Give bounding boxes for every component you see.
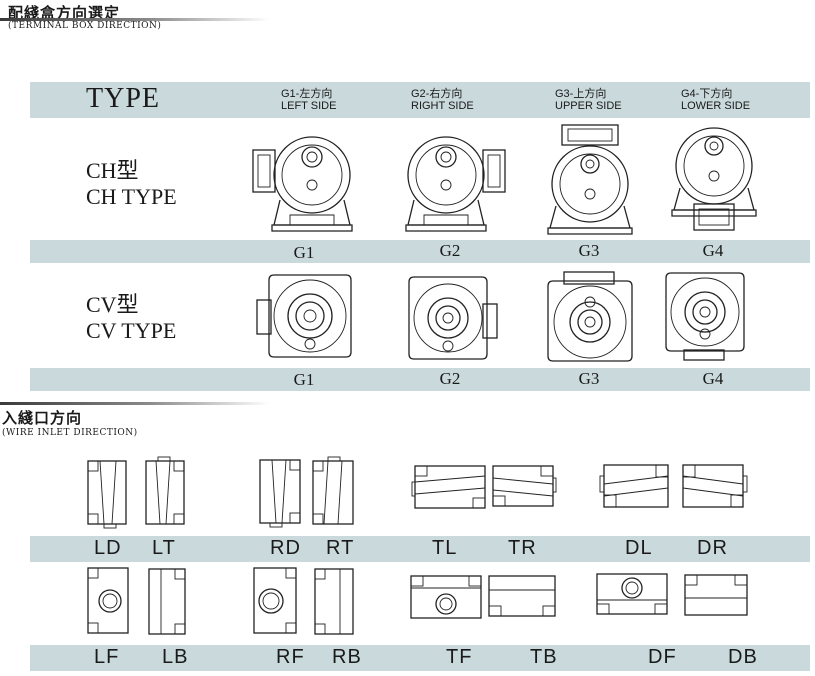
cv-g-label-band bbox=[30, 368, 810, 391]
wire-rf-drawing bbox=[253, 567, 297, 634]
header-col-g3-cn: G3-上方向 bbox=[555, 88, 607, 100]
header-col-g4: G4-下方向 LOWER SIDE bbox=[681, 88, 750, 112]
wire-rf-label: RF bbox=[276, 646, 305, 668]
ch-g2-drawing bbox=[405, 136, 506, 232]
wire-rd-label: RD bbox=[270, 537, 301, 559]
wire-row2-band bbox=[30, 645, 810, 671]
header-col-g1: G1-左方向 LEFT SIDE bbox=[281, 88, 336, 112]
wire-dr-drawing bbox=[682, 464, 748, 508]
wire-df-drawing bbox=[596, 573, 668, 615]
wire-rd-drawing bbox=[259, 459, 301, 528]
wire-row1-band bbox=[30, 536, 810, 562]
wire-lb-label: LB bbox=[162, 646, 189, 668]
wire-section-divider bbox=[0, 402, 270, 405]
wire-rt-label: RT bbox=[326, 537, 355, 559]
wire-tr-drawing bbox=[492, 465, 557, 507]
wire-tf-drawing bbox=[410, 575, 482, 619]
wire-rt-drawing bbox=[312, 456, 354, 525]
ch-g2-label: G2 bbox=[439, 241, 461, 260]
terminal-section-title: 配綫盒方向選定 bbox=[8, 4, 121, 22]
cv-g2-label: G2 bbox=[439, 369, 461, 388]
cv-g1-drawing bbox=[256, 274, 352, 358]
wire-db-label: DB bbox=[728, 646, 758, 668]
wire-tb-drawing bbox=[488, 575, 556, 617]
header-col-g4-cn: G4-下方向 bbox=[681, 88, 733, 100]
ch-g3-label: G3 bbox=[578, 241, 600, 260]
ch-g3-drawing bbox=[547, 124, 633, 235]
wire-rb-label: RB bbox=[332, 646, 362, 668]
terminal-section-divider bbox=[0, 18, 270, 21]
terminal-section-subtitle: (TERMINAL BOX DIRECTION) bbox=[8, 21, 162, 31]
wire-section-title: 入綫口方向 bbox=[2, 409, 83, 427]
wire-ld-drawing bbox=[87, 460, 127, 529]
wire-rb-drawing bbox=[314, 568, 354, 635]
ch-row-label-en: CH TYPE bbox=[86, 184, 177, 209]
ch-g-label-band bbox=[30, 240, 810, 263]
header-col-g2-en: RIGHT SIDE bbox=[411, 100, 474, 112]
wire-lt-drawing bbox=[145, 456, 185, 525]
wire-lt-label: LT bbox=[152, 537, 176, 559]
header-col-g3: G3-上方向 UPPER SIDE bbox=[555, 88, 622, 112]
wire-tl-label: TL bbox=[432, 537, 458, 559]
cv-g4-label: G4 bbox=[702, 369, 724, 388]
wire-dl-drawing bbox=[599, 464, 669, 508]
cv-g3-label: G3 bbox=[578, 369, 600, 388]
header-col-g2: G2-右方向 RIGHT SIDE bbox=[411, 88, 474, 112]
cv-row-label-en: CV TYPE bbox=[86, 318, 177, 343]
cv-row-label-cn: CV型 bbox=[86, 292, 139, 317]
cv-g2-drawing bbox=[408, 276, 498, 360]
wire-tr-label: TR bbox=[508, 537, 537, 559]
ch-row-label: CH型 CH TYPE bbox=[86, 158, 177, 210]
wire-dl-label: DL bbox=[625, 537, 653, 559]
wire-lb-drawing bbox=[148, 568, 186, 635]
header-col-g2-cn: G2-右方向 bbox=[411, 88, 463, 100]
wire-db-drawing bbox=[684, 574, 748, 616]
cv-g4-drawing bbox=[665, 272, 745, 361]
wire-lf-drawing bbox=[87, 567, 129, 634]
type-header-band bbox=[30, 82, 810, 118]
ch-row-label-cn: CH型 bbox=[86, 158, 139, 183]
wire-df-label: DF bbox=[648, 646, 677, 668]
ch-g1-drawing bbox=[252, 136, 353, 232]
header-col-g1-en: LEFT SIDE bbox=[281, 100, 337, 112]
header-col-g1-cn: G1-左方向 bbox=[281, 88, 333, 100]
wire-ld-label: LD bbox=[94, 537, 122, 559]
wire-tb-label: TB bbox=[530, 646, 558, 668]
type-heading: TYPE bbox=[86, 83, 160, 114]
cv-g3-drawing bbox=[547, 271, 633, 362]
ch-g1-label: G1 bbox=[293, 243, 315, 262]
cv-row-label: CV型 CV TYPE bbox=[86, 292, 176, 344]
header-col-g4-en: LOWER SIDE bbox=[681, 100, 751, 112]
ch-g4-drawing bbox=[671, 127, 757, 231]
ch-g4-label: G4 bbox=[702, 241, 724, 260]
wire-tl-drawing bbox=[411, 465, 486, 509]
wire-section-subtitle: (WIRE INLET DIRECTION) bbox=[2, 428, 138, 438]
wire-tf-label: TF bbox=[446, 646, 473, 668]
header-col-g3-en: UPPER SIDE bbox=[555, 100, 622, 112]
wire-lf-label: LF bbox=[94, 646, 120, 668]
cv-g1-label: G1 bbox=[293, 370, 315, 389]
wire-dr-label: DR bbox=[697, 537, 728, 559]
